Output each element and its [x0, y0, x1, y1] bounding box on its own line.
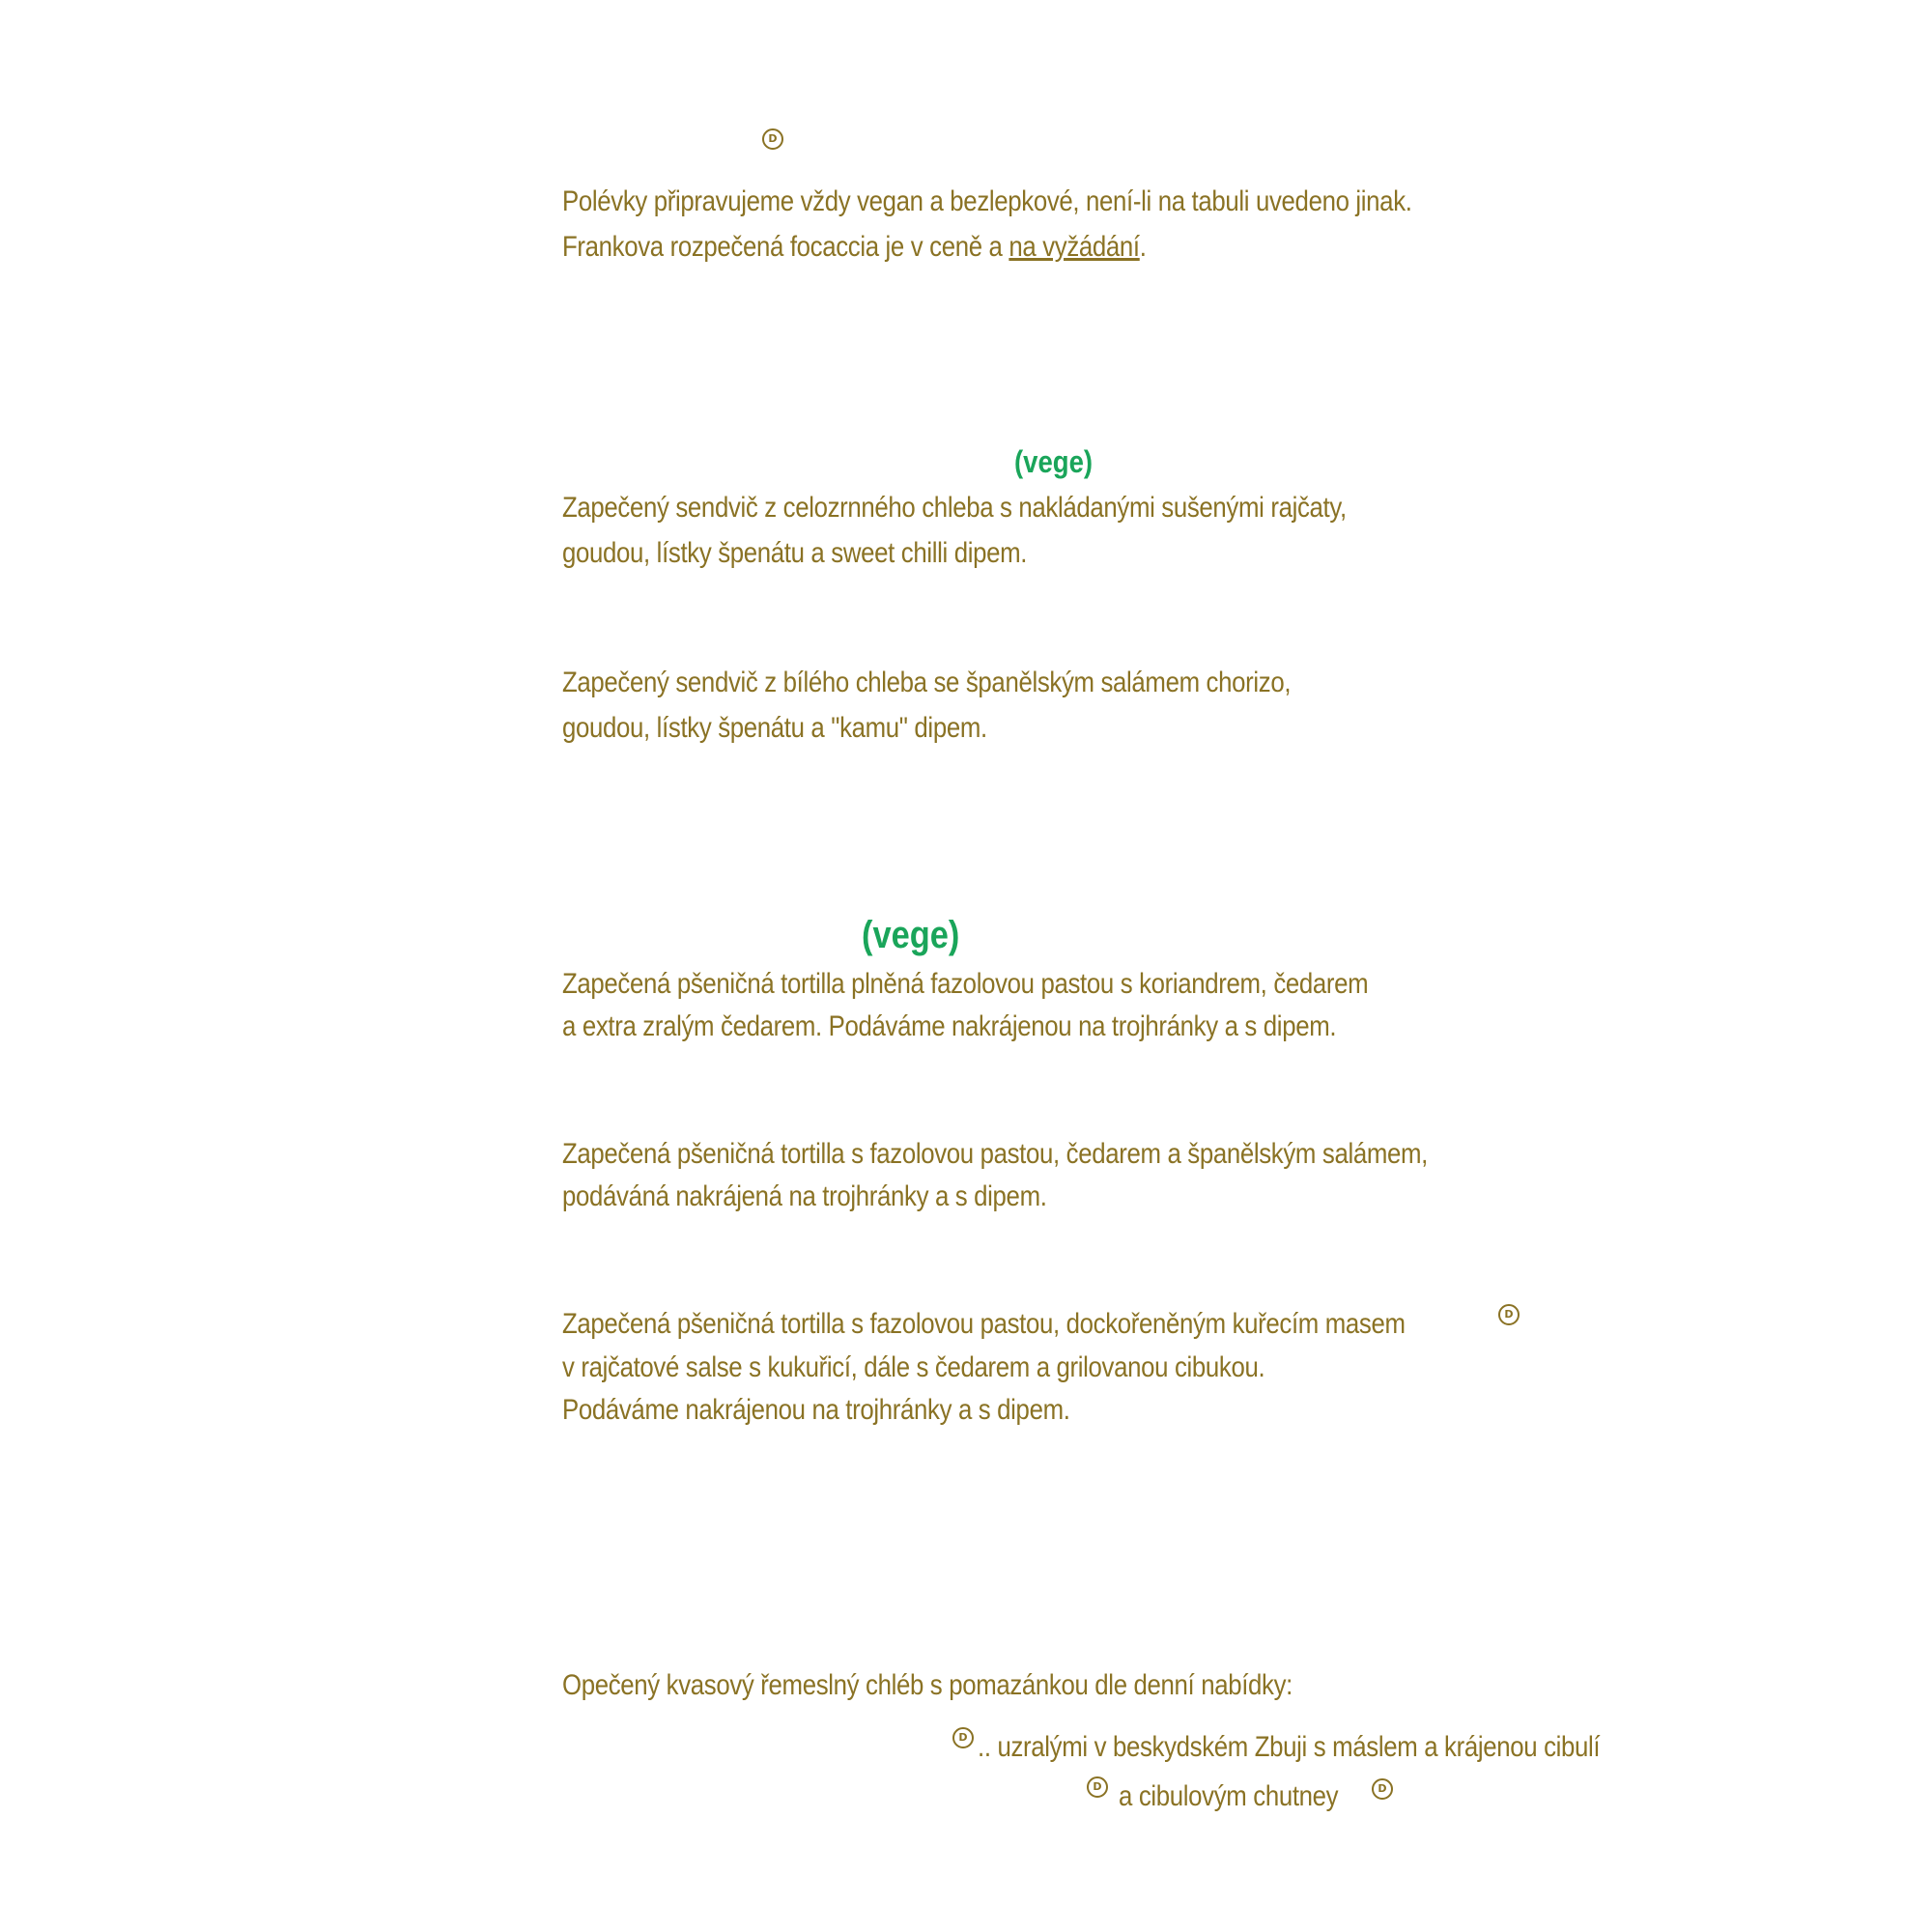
soups-note-line-2: Frankova rozpečená focaccia je v ceně a …: [562, 225, 1147, 270]
soups-note-text: Frankova rozpečená focaccia je v ceně a: [562, 231, 1009, 263]
sandwich-1-line-2: goudou, lístky špenátu a sweet chilli di…: [562, 537, 1028, 569]
quesadilla-2-line-1: Zapečená pšeničná tortilla s fazolovou p…: [562, 1138, 1428, 1170]
sandwich-2-line-2: goudou, lístky špenátu a "kamu" dipem.: [562, 712, 987, 744]
soups-note-line-1: Polévky připravujeme vždy vegan a bezlep…: [562, 185, 1412, 217]
sandwich-1-line-1: Zapečený sendvič z celozrnného chleba s …: [562, 492, 1347, 524]
sandwich-2-line-1: Zapečený sendvič z bílého chleba se špan…: [562, 667, 1292, 698]
quesadilla-2-line-2: podáváná nakrájená na trojhránky a s dip…: [562, 1180, 1047, 1212]
quesadilla-vege-badge: (vege): [862, 914, 960, 956]
quesadilla-3-line-2: v rajčatové salse s kukuřicí, dále s čed…: [562, 1351, 1265, 1383]
bread-line-2: .. uzralými v beskydském Zbuji s máslem …: [978, 1731, 1601, 1763]
on-request-link[interactable]: na vyžádání: [1009, 231, 1140, 263]
soups-note-period: .: [1139, 231, 1147, 263]
sandwich-vege-badge: (vege): [1014, 444, 1094, 479]
d-circle-icon: [1372, 1778, 1393, 1800]
quesadilla-1-line-2: a extra zralým čedarem. Podáváme nakráje…: [562, 1010, 1337, 1042]
quesadilla-3-line-1: Zapečená pšeničná tortilla s fazolovou p…: [562, 1308, 1406, 1340]
bread-line-1: Opečený kvasový řemeslný chléb s pomazán…: [562, 1669, 1293, 1701]
d-circle-icon: [952, 1727, 974, 1748]
d-circle-icon: [762, 128, 783, 150]
quesadilla-3-line-3: Podáváme nakrájenou na trojhránky a s di…: [562, 1394, 1070, 1426]
d-circle-icon: [1498, 1304, 1520, 1325]
quesadilla-1-line-1: Zapečená pšeničná tortilla plněná fazolo…: [562, 968, 1369, 1000]
bread-line-3: a cibulovým chutney: [1119, 1780, 1339, 1812]
d-circle-icon: [1087, 1776, 1108, 1798]
